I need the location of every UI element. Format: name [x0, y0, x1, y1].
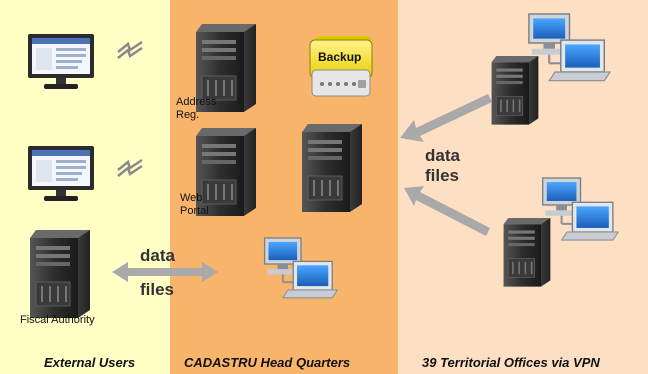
- central-server-icon: [301, 123, 363, 213]
- territorial-server-2: [502, 217, 552, 288]
- external-user-monitor-2: [28, 146, 94, 201]
- address-reg-label: Address Reg.: [176, 96, 217, 121]
- upload-arrow-2: [404, 186, 490, 236]
- data-label-right: data: [425, 146, 460, 165]
- fiscal-authority-server-icon: [29, 229, 91, 319]
- territorial-workstation-2: [541, 176, 620, 242]
- web-portal-label: Web Portal: [180, 192, 209, 217]
- bidirectional-arrow: [112, 262, 218, 282]
- hq-workstation-icon: [263, 237, 339, 299]
- upload-arrow-1: [400, 94, 492, 142]
- headquarters-caption: CADASTRU Head Quarters: [184, 355, 351, 370]
- territorial-caption: 39 Territorial Offices via VPN: [422, 355, 600, 370]
- files-label-left: files: [140, 280, 175, 299]
- external-users-caption: External Users: [44, 355, 136, 370]
- backup-label: Backup: [318, 50, 362, 64]
- wireless-link-icon: [116, 40, 144, 60]
- fiscal-authority-label: Fiscal Authority: [20, 314, 95, 326]
- territorial-workstation-1: [527, 12, 612, 82]
- wireless-link-icon: [116, 158, 144, 178]
- backup-device-icon: [309, 36, 373, 97]
- external-user-monitor-1: [28, 34, 94, 89]
- territorial-server-1: [490, 55, 540, 126]
- data-label-left: data: [140, 246, 175, 265]
- files-label-right: files: [425, 166, 460, 185]
